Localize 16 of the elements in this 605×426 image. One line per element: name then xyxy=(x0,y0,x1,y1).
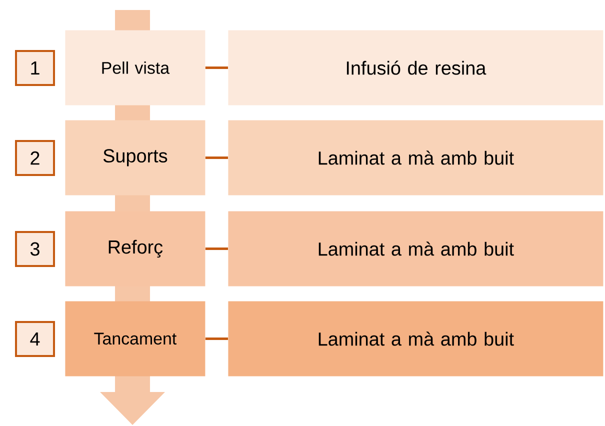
step-box: Tancament xyxy=(65,301,206,376)
connector-line xyxy=(205,66,228,69)
connector-line xyxy=(205,337,228,340)
connector-line xyxy=(205,156,228,159)
step-box: Pell vista xyxy=(65,30,206,106)
step-number: 4 xyxy=(15,321,55,357)
method-box: Laminat a mà amb buit xyxy=(228,120,604,196)
step-number: 2 xyxy=(15,140,55,176)
step-number: 1 xyxy=(15,50,55,86)
step-box: Reforç xyxy=(65,211,206,286)
connector-line xyxy=(205,247,228,250)
method-box: Laminat a mà amb buit xyxy=(228,301,604,376)
step-box: Suports xyxy=(65,120,206,196)
step-number: 3 xyxy=(15,231,55,267)
method-box: Laminat a mà amb buit xyxy=(228,211,604,286)
method-box: Infusió de resina xyxy=(228,30,604,106)
